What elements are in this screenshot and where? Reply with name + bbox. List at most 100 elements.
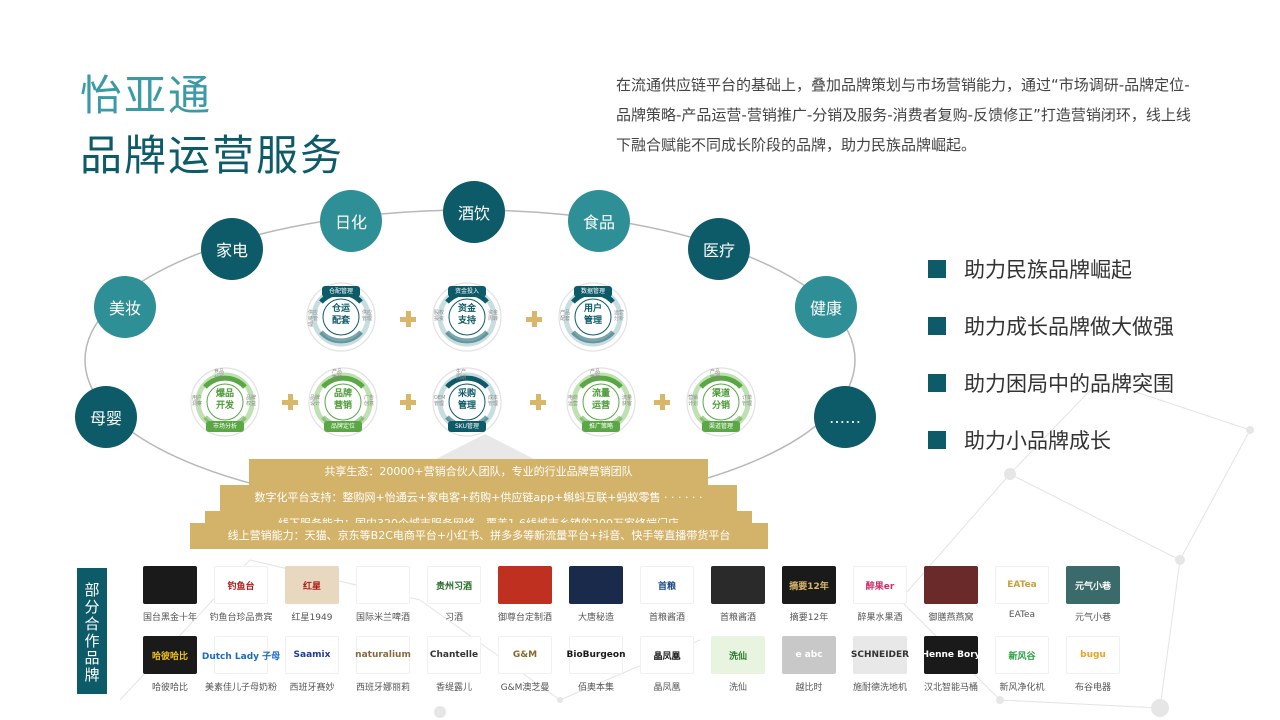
service-module[interactable]: 品牌 营销品牌定位品牌设计广告创意产品策略 bbox=[306, 365, 380, 439]
brand-name: 摘要12年 bbox=[789, 613, 829, 623]
partner-brand[interactable]: 红星红星1949 bbox=[277, 566, 347, 636]
category-label: 母婴 bbox=[89, 409, 122, 428]
brand-logo: 新风谷 bbox=[995, 636, 1049, 674]
brand-logo bbox=[711, 566, 765, 604]
module-center-label: 渠道 分销 bbox=[711, 389, 730, 411]
module-side-label: 运营分析 bbox=[614, 310, 625, 322]
category-label: 食品 bbox=[582, 213, 615, 232]
service-module[interactable]: 渠道 分销渠道管理营销计划订单管理产品管理 bbox=[684, 365, 758, 439]
module-side-label: 生产周期 bbox=[456, 369, 467, 381]
service-module[interactable]: 用户 管理数据管理产品配套运营分析 bbox=[556, 280, 630, 354]
partner-brand[interactable]: 元气小巷元气小巷 bbox=[1058, 566, 1128, 636]
brand-name: EATea bbox=[1008, 610, 1036, 620]
plus-icon bbox=[530, 394, 546, 410]
module-center-label: 采购 管理 bbox=[457, 389, 476, 411]
partner-brand[interactable]: 洗仙洗仙 bbox=[703, 636, 773, 706]
module-side-label: 资金周转 bbox=[488, 310, 499, 322]
category-node-yiliao[interactable]: 医疗 bbox=[688, 218, 750, 280]
partner-brand[interactable]: 摘要12年摘要12年 bbox=[774, 566, 844, 636]
module-ring-icon bbox=[432, 367, 502, 437]
category-label: 医疗 bbox=[702, 241, 735, 260]
category-node-shipin[interactable]: 食品 bbox=[568, 190, 630, 252]
brand-logo: 钓鱼台 bbox=[214, 566, 268, 604]
brand-logo bbox=[143, 566, 197, 604]
partner-brand[interactable]: 国台黑金十年 bbox=[135, 566, 205, 636]
plus-icon bbox=[654, 394, 670, 410]
module-side-label: 产品配套 bbox=[560, 310, 571, 322]
module-side-label: 订单管理 bbox=[742, 395, 753, 407]
brand-logo: 晶凤凰 bbox=[640, 636, 694, 674]
module-side-label: 品牌设计 bbox=[310, 395, 321, 407]
partner-brand[interactable]: 御尊台定制酒 bbox=[490, 566, 560, 636]
benefit-item: 助力成长品牌做大做强 bbox=[928, 297, 1174, 354]
module-tag: 渠道管理 bbox=[702, 421, 740, 432]
partner-brand[interactable]: 御膳燕燕窝 bbox=[916, 566, 986, 636]
brand-logo: Chantelle bbox=[427, 636, 481, 674]
module-side-label: 竞品分析 bbox=[214, 369, 225, 381]
square-bullet-icon bbox=[928, 259, 946, 278]
benefit-item: 助力民族品牌崛起 bbox=[928, 240, 1174, 297]
brand-name: 晶凤凰 bbox=[653, 683, 681, 693]
category-node-muying[interactable]: 母婴 bbox=[75, 386, 137, 448]
service-module[interactable]: 流量 运营推广策略电商运营流量获客产品策略 bbox=[564, 365, 638, 439]
service-module[interactable]: 爆品 开发市场分析用户洞察品牌权益竞品分析 bbox=[188, 365, 262, 439]
brand-name: 醉果水果酒 bbox=[857, 613, 903, 623]
brand-name: 美素佳儿子母奶粉 bbox=[205, 683, 278, 693]
brand-name: 红星1949 bbox=[291, 613, 333, 623]
partner-brand[interactable]: 首粮首粮酱酒 bbox=[632, 566, 702, 636]
brand-name: 施耐德洗地机 bbox=[852, 683, 907, 693]
category-node-jiuyin[interactable]: 酒饮 bbox=[443, 181, 505, 243]
brand-name: 习酒 bbox=[444, 613, 463, 623]
category-node-jiankang[interactable]: 健康 bbox=[795, 276, 857, 338]
category-node-meizhuang[interactable]: 美妆 bbox=[94, 276, 156, 338]
service-module[interactable]: 资金 支持资金投入股权投资资金周转 bbox=[430, 280, 504, 354]
pyramid-step-1: 共享生态：20000+营销合伙人团队，专业的行业品牌营销团队 bbox=[249, 459, 708, 485]
brand-name: 西班牙赛妙 bbox=[289, 683, 335, 693]
brand-name: 布谷电器 bbox=[1074, 683, 1111, 693]
partner-brand[interactable]: 钓鱼台钓鱼台珍品贵宾 bbox=[206, 566, 276, 636]
partner-brand[interactable]: 哈彼哈比哈彼哈比 bbox=[135, 636, 205, 706]
brand-logo bbox=[569, 566, 623, 604]
brand-logo: Henne Bory bbox=[921, 636, 981, 674]
category-node-rihua[interactable]: 日化 bbox=[320, 190, 382, 252]
module-center-label: 爆品 开发 bbox=[215, 389, 234, 411]
category-node-more[interactable]: …… bbox=[814, 386, 876, 448]
brand-logo: 红星 bbox=[285, 566, 339, 604]
brand-name: 首粮酱酒 bbox=[719, 613, 756, 623]
category-node-jiadian[interactable]: 家电 bbox=[201, 218, 263, 280]
module-ring-icon bbox=[686, 367, 756, 437]
partner-brand[interactable]: Dutch Lady 子母美素佳儿子母奶粉 bbox=[202, 636, 280, 706]
partner-brand[interactable]: 贵州习酒习酒 bbox=[419, 566, 489, 636]
square-bullet-icon bbox=[928, 373, 946, 392]
brand-name: 哈彼哈比 bbox=[151, 683, 188, 693]
brand-logo: 洗仙 bbox=[711, 636, 765, 674]
partner-brand[interactable]: 新风谷新风净化机 bbox=[987, 636, 1057, 706]
service-module[interactable]: 仓运 配套仓配管理供应链管理供应管理 bbox=[304, 280, 378, 354]
plus-icon bbox=[400, 394, 416, 410]
brand-name: 西班牙娜丽莉 bbox=[355, 683, 410, 693]
brand-logo: 摘要12年 bbox=[782, 566, 836, 604]
partner-brand[interactable]: 国际米兰啤酒 bbox=[348, 566, 418, 636]
partner-brand[interactable]: 晶凤凰晶凤凰 bbox=[632, 636, 702, 706]
pyramid-step-2: 数字化平台支持：整购网+怡通云+家电客+药购+供应链app+蝌蚪互联+蚂蚁零售 … bbox=[220, 485, 737, 511]
module-side-label: OEM管理 bbox=[434, 395, 446, 407]
module-tag: SKU管理 bbox=[448, 421, 486, 432]
partner-brand[interactable]: 首粮酱酒 bbox=[703, 566, 773, 636]
partner-brand[interactable]: 大唐秘造 bbox=[561, 566, 631, 636]
brand-logo: 首粮 bbox=[640, 566, 694, 604]
partner-label: 部分合作品牌 bbox=[77, 568, 107, 694]
brand-logo: e abc bbox=[782, 636, 836, 674]
module-tag: 仓配管理 bbox=[322, 286, 360, 297]
